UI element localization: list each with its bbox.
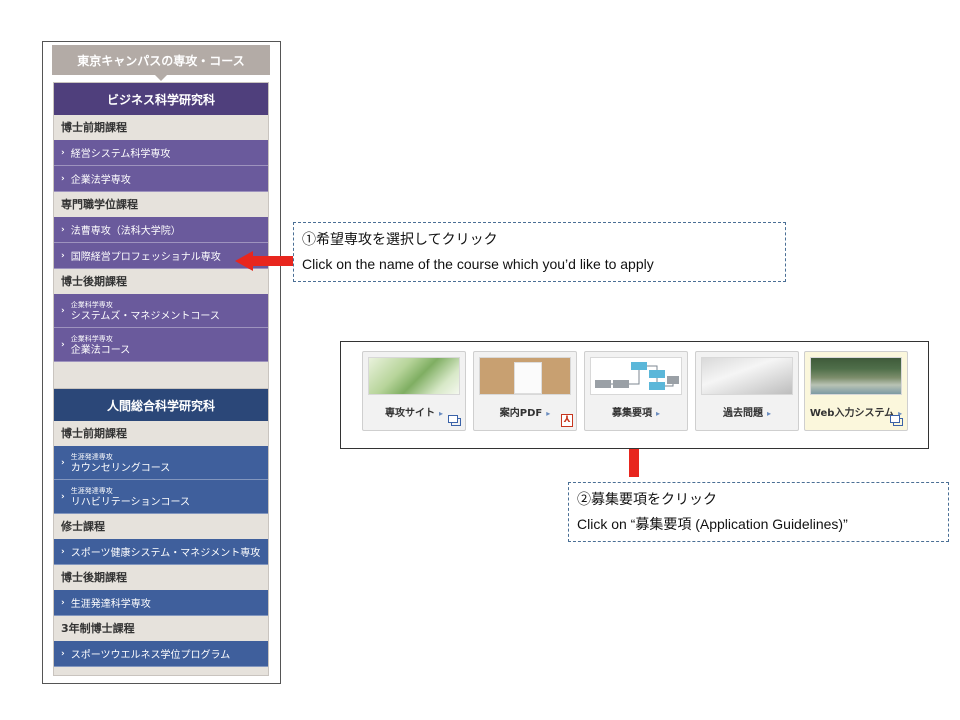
course-link-bar: 専攻サイト▸ 案内PDF▸ ⅄ 募集要項▸ 過去問 <box>340 341 929 449</box>
course-label: スポーツウエルネス学位プログラム <box>70 650 231 661</box>
triangle-right-icon: ▸ <box>655 409 660 418</box>
button-text: 専攻サイト <box>384 408 435 419</box>
campus-title: 東京キャンパスの専攻・コース <box>77 53 245 68</box>
course-item-sport-health-systems[interactable]: › スポーツ健康システム・マネジメント専攻 <box>54 539 268 565</box>
chevron-right-icon: › <box>61 173 65 184</box>
guide-pdf-thumbnail <box>479 357 571 395</box>
past-exams-label: 過去問題▸ <box>696 404 798 419</box>
chevron-right-icon: › <box>61 597 65 608</box>
past-exams-button[interactable]: 過去問題▸ <box>695 351 799 431</box>
level-label: 博士後期課程 <box>54 269 268 294</box>
chevron-right-icon: › <box>61 305 65 316</box>
course-item-counseling[interactable]: › 生涯発達専攻 カウンセリングコース <box>54 446 268 480</box>
chevron-right-icon: › <box>61 491 65 502</box>
level-label: 博士後期課程 <box>54 565 268 590</box>
chevron-right-icon: › <box>61 224 65 235</box>
web-entry-thumbnail <box>810 357 902 395</box>
past-exams-thumbnail <box>701 357 793 395</box>
course-item-management-systems[interactable]: › 経営システム科学専攻 <box>54 140 268 166</box>
flowchart-icon <box>595 362 679 390</box>
triangle-right-icon: ▸ <box>546 409 551 418</box>
course-item-law-school[interactable]: › 法曹専攻（法科大学院） <box>54 217 268 243</box>
school-title-text: 人間総合科学研究科 <box>106 398 215 413</box>
callout-step-1-en: Click on the name of the course which yo… <box>302 256 654 272</box>
chevron-right-icon: › <box>61 339 65 350</box>
chevron-right-icon: › <box>61 546 65 557</box>
course-sublabel: 企業科学専攻 <box>70 300 113 309</box>
header-pointer <box>155 75 167 81</box>
course-label: 経営システム科学専攻 <box>70 149 171 160</box>
triangle-right-icon: ▸ <box>766 409 771 418</box>
course-item-rehabilitation[interactable]: › 生涯発達専攻 リハビリテーションコース <box>54 480 268 514</box>
pdf-icon: ⅄ <box>561 414 573 427</box>
guidelines-thumbnail <box>590 357 682 395</box>
web-entry-label: Web入力システム▸ <box>805 404 907 419</box>
course-label-group: 生涯発達専攻 リハビリテーションコース <box>71 486 190 508</box>
course-item-systems-management[interactable]: › 企業科学専攻 システムズ・マネジメントコース <box>54 294 268 328</box>
course-label: 企業法学専攻 <box>70 175 131 186</box>
course-sublabel: 生涯発達専攻 <box>70 486 113 495</box>
school-title[interactable]: 人間総合科学研究科 <box>54 389 268 421</box>
application-guidelines-button[interactable]: 募集要項▸ <box>584 351 688 431</box>
button-text: 案内PDF <box>499 408 543 419</box>
school-title[interactable]: ビジネス科学研究科 <box>54 83 268 115</box>
level-label: 博士前期課程 <box>54 421 268 446</box>
course-label: 法曹専攻（法科大学院） <box>70 226 181 237</box>
level-label: 博士前期課程 <box>54 115 268 140</box>
chevron-right-icon: › <box>61 250 65 261</box>
major-site-label: 専攻サイト▸ <box>363 404 465 419</box>
button-text: Web入力システム <box>809 408 895 419</box>
button-text: 過去問題 <box>722 408 763 419</box>
course-item-lifespan-development[interactable]: › 生涯発達科学専攻 <box>54 590 268 616</box>
course-item-business-law[interactable]: › 企業法学専攻 <box>54 166 268 192</box>
school-business-sciences: ビジネス科学研究科 博士前期課程 › 経営システム科学専攻 › 企業法学専攻 専… <box>53 82 269 410</box>
triangle-right-icon: ▸ <box>438 409 443 418</box>
callout-step-2-jp: ②募集要項をクリック <box>577 491 717 507</box>
chevron-right-icon: › <box>61 648 65 659</box>
course-label: 国際経営プロフェッショナル専攻 <box>70 252 221 263</box>
chevron-right-icon: › <box>61 457 65 468</box>
callout-step-2: ②募集要項をクリック Click on “募集要項 (Application G… <box>568 482 949 542</box>
course-label: 企業法コース <box>70 344 131 356</box>
level-label: 専門職学位課程 <box>54 192 268 217</box>
level-label: 修士課程 <box>54 514 268 539</box>
course-label: 生涯発達科学専攻 <box>70 599 151 610</box>
course-label: システムズ・マネジメントコース <box>70 310 220 322</box>
external-window-icon <box>448 415 461 426</box>
course-sublabel: 企業科学専攻 <box>70 334 113 343</box>
callout-step-1: ①希望専攻を選択してクリック Click on the name of the … <box>293 222 786 282</box>
campus-header: 東京キャンパスの専攻・コース <box>52 45 270 81</box>
major-site-button[interactable]: 専攻サイト▸ <box>362 351 466 431</box>
course-item-international-business[interactable]: › 国際経営プロフェッショナル専攻 <box>54 243 268 269</box>
course-label: リハビリテーションコース <box>70 496 191 508</box>
guidelines-label: 募集要項▸ <box>585 404 687 419</box>
school-human-sciences: 人間総合科学研究科 博士前期課程 › 生涯発達専攻 カウンセリングコース › 生… <box>53 388 269 676</box>
guide-pdf-label: 案内PDF▸ <box>474 404 576 419</box>
course-sublabel: 生涯発達専攻 <box>70 452 113 461</box>
triangle-right-icon: ▸ <box>898 409 903 418</box>
major-site-thumbnail <box>368 357 460 395</box>
level-label: 3年制博士課程 <box>54 616 268 641</box>
web-entry-system-button[interactable]: Web入力システム▸ <box>804 351 908 431</box>
campus-nav-panel: 東京キャンパスの専攻・コース ビジネス科学研究科 博士前期課程 › 経営システム… <box>42 41 281 684</box>
course-label-group: 生涯発達専攻 カウンセリングコース <box>71 452 171 474</box>
red-arrow-left-icon <box>235 251 293 271</box>
school-title-text: ビジネス科学研究科 <box>106 92 215 107</box>
callout-step-2-en: Click on “募集要項 (Application Guidelines)” <box>577 516 848 532</box>
course-item-sport-wellness[interactable]: › スポーツウエルネス学位プログラム <box>54 641 268 667</box>
course-item-corporate-law[interactable]: › 企業科学専攻 企業法コース <box>54 328 268 362</box>
external-window-icon <box>890 415 903 426</box>
guide-pdf-button[interactable]: 案内PDF▸ ⅄ <box>473 351 577 431</box>
callout-step-1-jp: ①希望専攻を選択してクリック <box>302 231 498 247</box>
course-label: カウンセリングコース <box>70 462 171 474</box>
course-label-group: 企業科学専攻 企業法コース <box>71 334 131 356</box>
course-label: スポーツ健康システム・マネジメント専攻 <box>70 548 261 559</box>
course-label-group: 企業科学専攻 システムズ・マネジメントコース <box>71 300 220 322</box>
button-text: 募集要項 <box>611 408 652 419</box>
chevron-right-icon: › <box>61 147 65 158</box>
